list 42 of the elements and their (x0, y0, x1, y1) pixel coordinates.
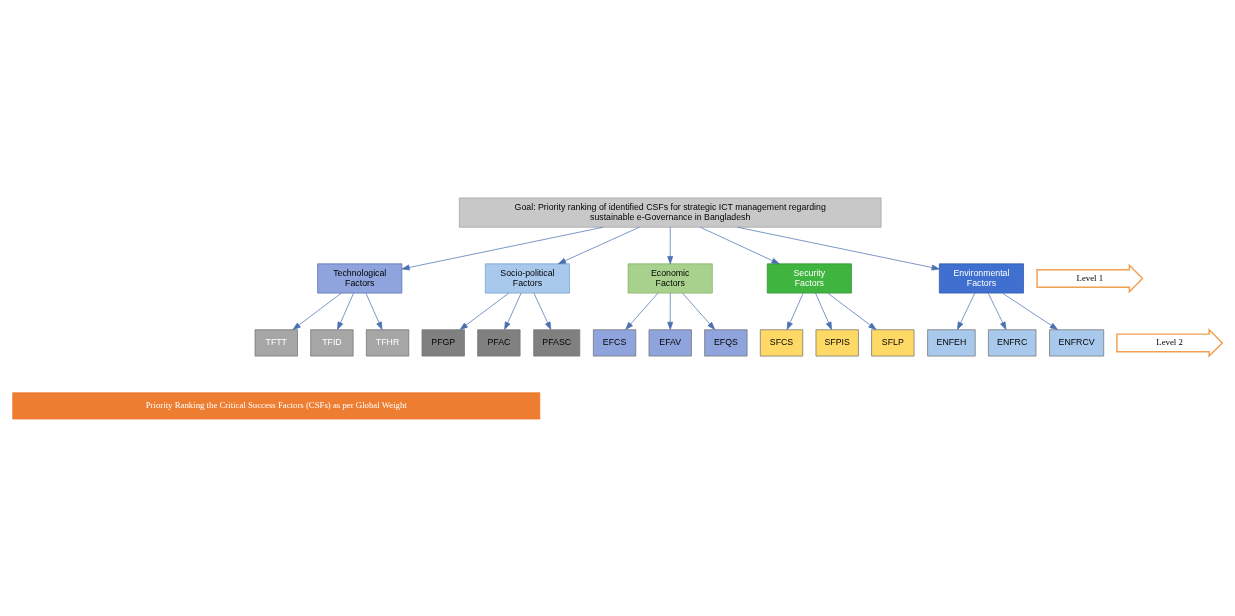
arrow (533, 292, 552, 330)
node-box: PFGP (421, 328, 465, 356)
arrow (1002, 292, 1058, 330)
node-box: TFHR (365, 328, 410, 356)
arrow (337, 292, 354, 330)
node-box: Socio-political Factors (484, 262, 570, 293)
node-box: EFAV (648, 328, 692, 356)
arrow (504, 292, 522, 330)
arrow (401, 226, 604, 270)
node-box: ENFRCV (1049, 328, 1105, 356)
arrow (786, 292, 804, 330)
arrow (667, 226, 674, 264)
node-box: SFCS (759, 328, 804, 356)
node-box: SFPIS (815, 328, 859, 356)
node-box: Environmental Factors (938, 262, 1024, 293)
arrow (700, 226, 780, 264)
node-box: TFTT (254, 328, 298, 356)
arrow (957, 292, 976, 330)
node-box: Security Factors (766, 262, 852, 293)
node-box: SFLP (871, 328, 915, 356)
arrow (292, 292, 342, 330)
node-box: EFQS (704, 328, 748, 356)
arrow (737, 226, 940, 270)
arrow (987, 292, 1007, 330)
arrow (625, 292, 659, 330)
node-box: ENFRC (988, 328, 1037, 356)
node-box: PFASC (533, 328, 581, 356)
node-box: Goal: Priority ranking of identified CSFs for strategic ICT management regarding sustainable e-Governance in Bangladesh (458, 197, 882, 228)
arrow (667, 292, 674, 330)
arrow (682, 292, 716, 330)
arrow (459, 292, 510, 330)
arrow (827, 292, 877, 330)
arrow (365, 292, 383, 330)
node-box: Technological Factors (317, 262, 403, 293)
node-box: EFCS (592, 328, 637, 356)
arrow (558, 226, 640, 264)
arrow (815, 292, 832, 330)
node-box: TFID (310, 328, 354, 356)
node-box: Economic Factors (627, 262, 713, 293)
node-box: ENFEH (927, 328, 976, 356)
node-box: PFAC (477, 328, 521, 356)
node-box: Priority Ranking the Critical Success Factors (CSFs) as per Global Weight (12, 391, 541, 419)
